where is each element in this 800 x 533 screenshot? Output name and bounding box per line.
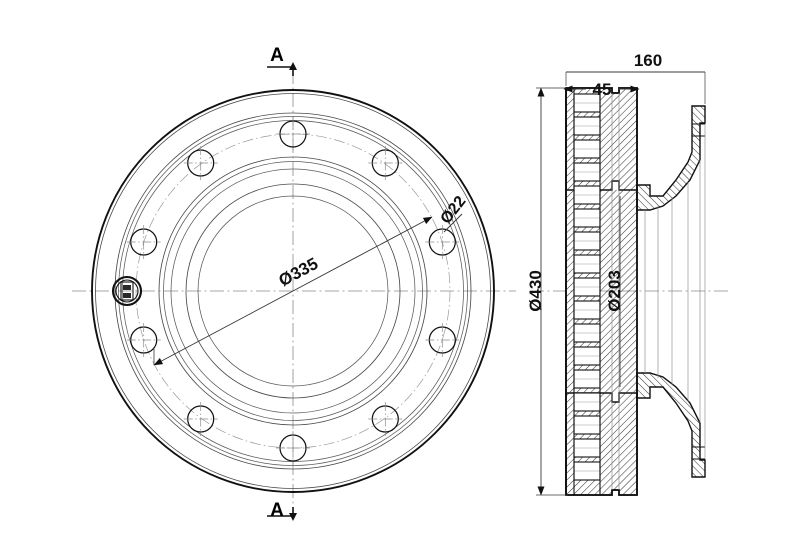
hub-bell-upper bbox=[636, 105, 706, 211]
section-letter-bottom: A bbox=[270, 500, 284, 521]
hub-bell-upper-section bbox=[636, 105, 706, 211]
hub-bell-lower bbox=[636, 372, 706, 478]
bolt-hole bbox=[368, 402, 403, 436]
hub-bell-lower-section bbox=[636, 372, 706, 478]
dimension-overall-depth: 160 bbox=[565, 51, 706, 104]
section-letter-top: A bbox=[270, 45, 284, 66]
friction-ring-outer-circle bbox=[114, 112, 472, 470]
friction-ring-outer-circle-2 bbox=[118, 116, 468, 466]
dimension-label-disc-thickness: 45 bbox=[593, 80, 612, 99]
bolt-hole bbox=[276, 431, 310, 465]
section-marker-top: A bbox=[267, 45, 297, 76]
section-marker-bottom: A bbox=[267, 500, 297, 521]
bolt-hole bbox=[276, 117, 310, 151]
bolt-hole bbox=[183, 402, 218, 436]
ventilation-vanes bbox=[573, 88, 601, 495]
front-view: Ø335 Ø22 A A bbox=[72, 45, 516, 521]
dimension-label-outer-diameter: Ø430 bbox=[526, 270, 545, 312]
bolt-hole bbox=[183, 146, 218, 180]
bolt-hole bbox=[368, 146, 403, 180]
projection-lines bbox=[611, 93, 706, 490]
section-view: Ø430 Ø203 160 45 bbox=[526, 51, 730, 496]
dimension-hub-diameter: Ø203 bbox=[605, 196, 624, 387]
outer-edge-inner-circle bbox=[95, 93, 491, 489]
dimension-label-overall-depth: 160 bbox=[634, 51, 662, 70]
disc-body bbox=[565, 87, 638, 496]
outer-edge-circle bbox=[91, 89, 495, 493]
dimension-outer-diameter: Ø430 bbox=[526, 87, 568, 496]
dimension-disc-thickness: 45 bbox=[563, 80, 640, 99]
dimension-label-hub-diameter: Ø203 bbox=[605, 270, 624, 312]
manufacturer-stamp-detail bbox=[111, 275, 143, 307]
